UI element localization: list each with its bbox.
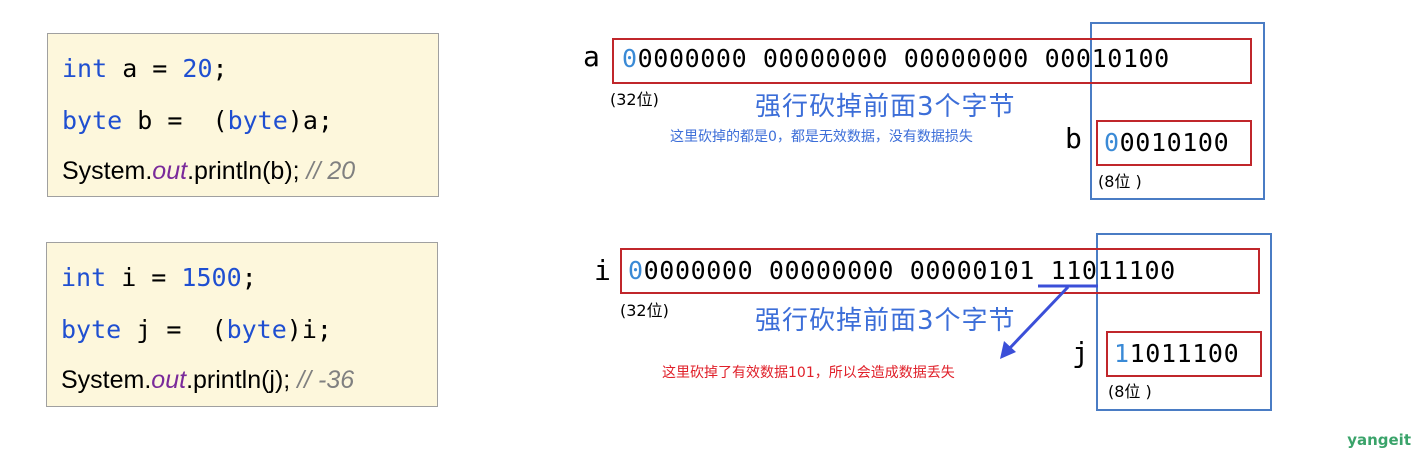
var8-label-2: j: [1072, 336, 1089, 369]
bits8-box-1: [1096, 120, 1252, 166]
code-line-3: System.out.println(j); // -36: [61, 366, 355, 394]
code-line-1: int a = 20;: [62, 54, 228, 83]
width32-label-2: (32位): [620, 301, 669, 320]
var32-label-1: a: [583, 40, 600, 73]
code-block-2: int i = 1500; byte j = (byte)i; System.o…: [46, 242, 438, 407]
width8-label-1: (8位 ): [1098, 172, 1142, 191]
bits32-box-2: [620, 248, 1260, 294]
var32-label-2: i: [594, 254, 611, 287]
code-block-1: int a = 20; byte b = (byte)a; System.out…: [47, 33, 439, 197]
explain-note-1: 这里砍掉的都是0，都是无效数据，没有数据损失: [670, 129, 973, 145]
truncation-window-2: [1096, 233, 1272, 411]
bits8-value-2: 11011100: [1114, 339, 1240, 368]
width8-label-2: (8位 ): [1108, 382, 1152, 401]
code-line-2: byte j = (byte)i;: [61, 315, 332, 344]
bits8-box-2: [1106, 331, 1262, 377]
width32-label-1: (32位): [610, 90, 659, 109]
code-line-3: System.out.println(b); // 20: [62, 157, 356, 185]
bits8-value-1: 00010100: [1104, 128, 1230, 157]
explain-note-2: 这里砍掉了有效数据101，所以会造成数据丢失: [662, 365, 955, 381]
bits32-value-2: 00000000 00000000 00000101 11011100: [628, 256, 1176, 285]
bits32-box-1: [612, 38, 1252, 84]
truncate-note-1: 强行砍掉前面3个字节: [755, 92, 1016, 122]
truncate-note-2: 强行砍掉前面3个字节: [755, 306, 1016, 336]
truncation-window-1: [1090, 22, 1265, 200]
brand-logo: yangeit: [1347, 431, 1411, 449]
code-line-1: int i = 1500;: [61, 263, 257, 292]
bits32-value-1: 00000000 00000000 00000000 00010100: [622, 44, 1170, 73]
var8-label-1: b: [1065, 122, 1082, 155]
arrow-shaft: [1006, 285, 1070, 352]
arrow-head: [1000, 341, 1016, 359]
code-line-2: byte b = (byte)a;: [62, 106, 333, 135]
